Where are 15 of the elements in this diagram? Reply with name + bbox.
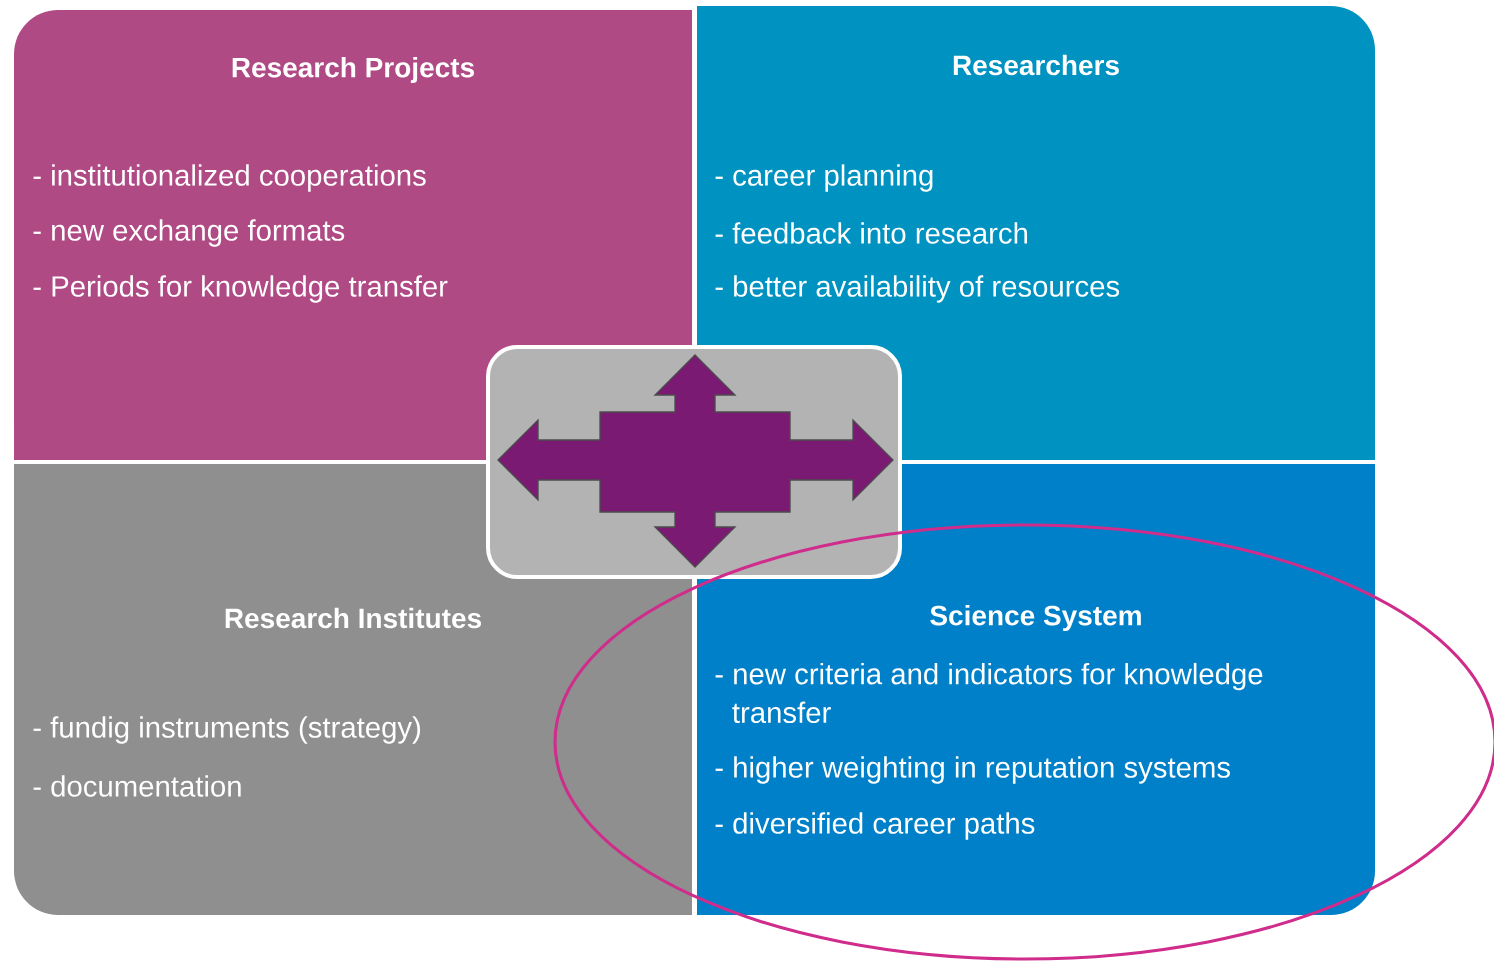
bullet-text: - diversified career paths <box>715 812 1035 840</box>
bullet-text: - fundig instruments (strategy) <box>33 716 421 744</box>
heading: Research Projects <box>232 56 474 84</box>
heading: Research Institutes <box>225 607 481 629</box>
bullet-text: - documentation <box>33 775 241 797</box>
heading: Science System <box>930 604 1141 632</box>
bullet-text: - Periods for knowledge transfer <box>33 275 448 303</box>
bullet-text: - feedback into research <box>715 222 1027 244</box>
bullet-text: - new exchange formats <box>33 219 345 247</box>
bullet-text: - new criteria and indicators for knowledge transfer <box>715 662 1263 724</box>
bullet-text: - career planning <box>715 164 933 192</box>
bullet-text: - better availability of resources <box>715 275 1120 303</box>
heading: Researchers <box>953 54 1119 76</box>
bullet-text: - higher weighting in reputation systems <box>715 756 1230 784</box>
bullet-text: - institutionalized cooperations <box>33 164 426 192</box>
